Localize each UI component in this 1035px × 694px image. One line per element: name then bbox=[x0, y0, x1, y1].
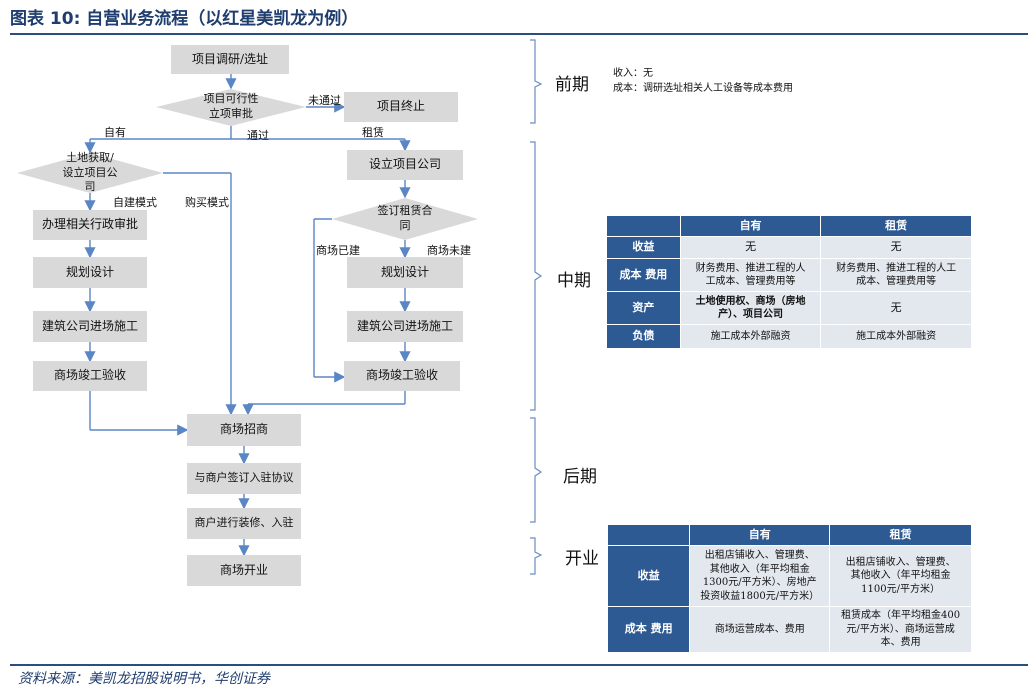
feasibility-decision: 项目可行性 立项审批 bbox=[203, 92, 259, 120]
label-lease: 租赁 bbox=[362, 126, 384, 139]
label-own: 自有 bbox=[104, 126, 126, 139]
table-row: 成本 费用 财务费用、推进工程的人 工成本、管理费用等 财务费用、推进工程的人工… bbox=[606, 258, 972, 292]
table-row: 负债 施工成本外部融资 施工成本外部融资 bbox=[606, 324, 972, 349]
bottom-rule bbox=[10, 664, 1028, 666]
table-header-row: 自有 租赁 bbox=[606, 524, 972, 546]
plan-left-box: 规划设计 bbox=[33, 257, 147, 288]
decorate-box: 商户进行装修、入驻 bbox=[187, 508, 301, 539]
admin-approval-box: 办理相关行政审批 bbox=[33, 210, 147, 240]
merchants-box: 商场招商 bbox=[187, 414, 301, 446]
label-not-built: 商场未建 bbox=[427, 244, 471, 257]
table-row: 收益 出租店铺收入、管理费、 其他收入（年平均租金 1300元/平方米）、房地产… bbox=[606, 545, 972, 607]
table-row: 成本 费用 商场运营成本、费用 租赁成本（年平均租金400 元/平方米）、商场运… bbox=[606, 606, 972, 653]
site-research-box: 项目调研/选址 bbox=[171, 45, 289, 74]
pre-note-income: 收入：无 bbox=[613, 68, 653, 79]
setup-company-box: 设立项目公司 bbox=[347, 150, 463, 180]
label-built: 商场已建 bbox=[316, 244, 360, 257]
sign-agreement-box: 与商户签订入驻协议 bbox=[187, 463, 301, 494]
sign-lease-decision: 签订租赁合 同 bbox=[377, 204, 433, 232]
label-purchase: 购买模式 bbox=[185, 196, 229, 209]
complete-left-box: 商场竣工验收 bbox=[33, 361, 147, 391]
terminate-box: 项目终止 bbox=[344, 92, 458, 122]
plan-right-box: 规划设计 bbox=[347, 257, 463, 288]
open-box: 商场开业 bbox=[187, 555, 301, 586]
complete-right-box: 商场竣工验收 bbox=[344, 361, 460, 391]
mid-phase-table: 自有 租赁 收益 无 无 成本 费用 财务费用、推进工程的人 工成本、管理费用等… bbox=[606, 215, 972, 349]
top-rule bbox=[10, 33, 1028, 35]
construct-right-box: 建筑公司进场施工 bbox=[347, 311, 463, 342]
label-pass: 通过 bbox=[247, 129, 269, 142]
construct-left-box: 建筑公司进场施工 bbox=[33, 311, 147, 342]
table-row: 收益 无 无 bbox=[606, 236, 972, 259]
pre-note-cost: 成本：调研选址相关人工设备等成本费用 bbox=[613, 83, 793, 94]
table-row: 资产 土地使用权、商场（房地 产）、项目公司 无 bbox=[606, 291, 972, 325]
label-not-pass: 未通过 bbox=[308, 94, 341, 107]
source-note: 资料来源：美凯龙招股说明书，华创证券 bbox=[18, 671, 270, 687]
figure-title: 图表 10: 自营业务流程（以红星美凯龙为例） bbox=[10, 9, 359, 29]
open-phase-table: 自有 租赁 收益 出租店铺收入、管理费、 其他收入（年平均租金 1300元/平方… bbox=[606, 524, 972, 653]
land-decision: 土地获取/ 设立项目公 司 bbox=[62, 150, 118, 194]
phase-pre: 前期 bbox=[555, 75, 589, 95]
label-self-build: 自建模式 bbox=[113, 196, 157, 209]
table-header-row: 自有 租赁 bbox=[606, 215, 972, 237]
pre-note: 收入：无 成本：调研选址相关人工设备等成本费用 bbox=[613, 66, 793, 96]
phase-open: 开业 bbox=[565, 549, 599, 569]
phase-mid: 中期 bbox=[557, 271, 591, 291]
phase-post: 后期 bbox=[563, 467, 597, 487]
